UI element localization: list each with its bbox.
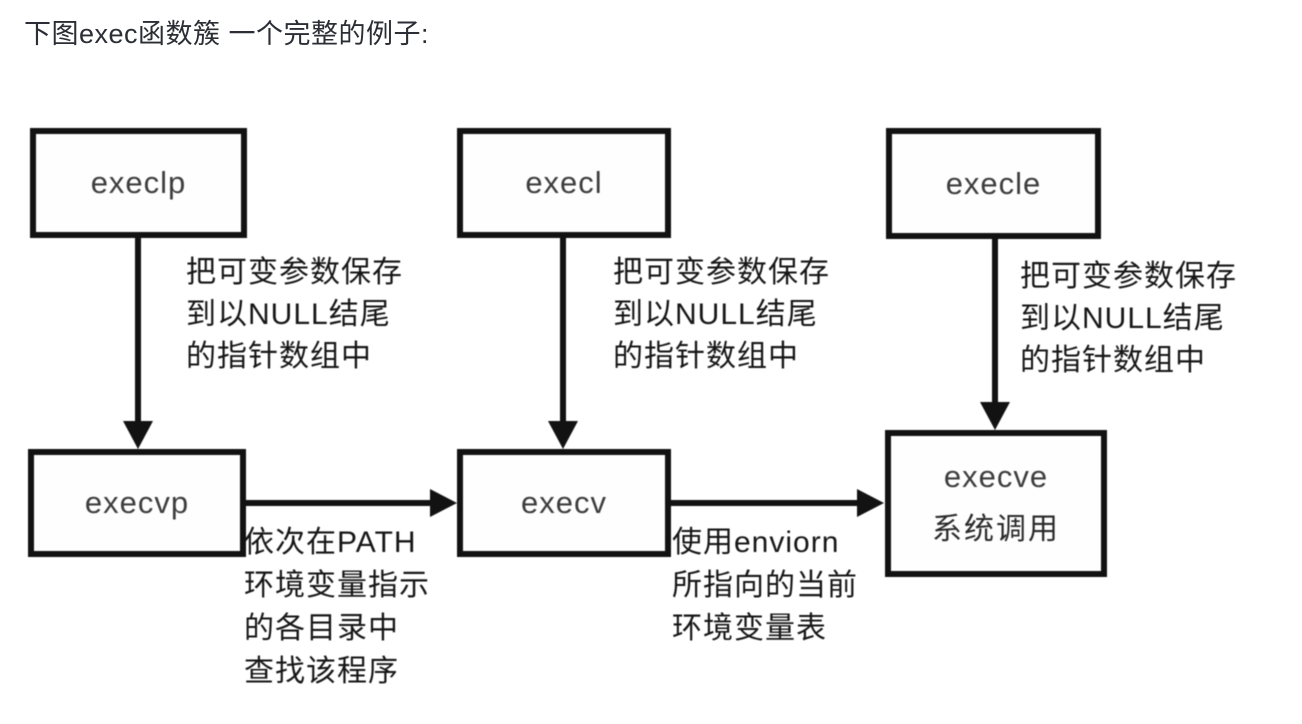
- arrow-execl-to-execv-head-icon: [548, 421, 578, 449]
- node-execl: execl: [457, 128, 671, 238]
- edge-label-save-args-execle: 把可变参数保存 到以NULL结尾 的指针数组中: [1020, 260, 1237, 377]
- node-execl-label: execl: [525, 165, 603, 200]
- arrow-execv-to-execve-head-icon: [857, 489, 884, 517]
- node-execle-label: execle: [945, 165, 1042, 201]
- node-execlp: execlp: [30, 128, 247, 238]
- arrow-execvp-to-execv-head-icon: [430, 489, 457, 517]
- edge-label-environ: 使用enviorn 所指向的当前 环境变量表: [672, 526, 858, 645]
- node-execle: execle: [886, 128, 1101, 239]
- node-execlp-label: execlp: [90, 165, 187, 200]
- node-execv: execv: [457, 449, 671, 557]
- arrow-execlp-to-execvp-head-icon: [123, 421, 153, 449]
- node-execve-sublabel: 系统调用: [932, 513, 1060, 546]
- arrow-execle-to-execve-head-icon: [980, 402, 1010, 430]
- edge-label-save-args-execl: 把可变参数保存 到以NULL结尾 的指针数组中: [613, 256, 830, 373]
- edge-label-save-args-execlp: 把可变参数保存 到以NULL结尾 的指针数组中: [186, 256, 403, 373]
- node-execv-label: execv: [521, 485, 607, 520]
- arrow-execle-to-execve-line: [992, 238, 998, 402]
- arrow-execlp-to-execvp-line: [135, 237, 141, 421]
- node-execve: execve 系统调用: [885, 430, 1107, 577]
- node-execve-label: execve: [943, 459, 1049, 494]
- arrow-execl-to-execv-line: [560, 237, 566, 421]
- arrow-execv-to-execve-line: [670, 500, 858, 506]
- edge-label-path-search: 依次在PATH 环境变量指示 的各目录中 查找该程序: [244, 526, 430, 688]
- page-title: 下图exec函数簇 一个完整的例子:: [24, 19, 430, 49]
- arrow-execvp-to-execv-line: [245, 500, 431, 506]
- node-execvp: execvp: [28, 449, 246, 557]
- node-execvp-label: execvp: [84, 485, 190, 520]
